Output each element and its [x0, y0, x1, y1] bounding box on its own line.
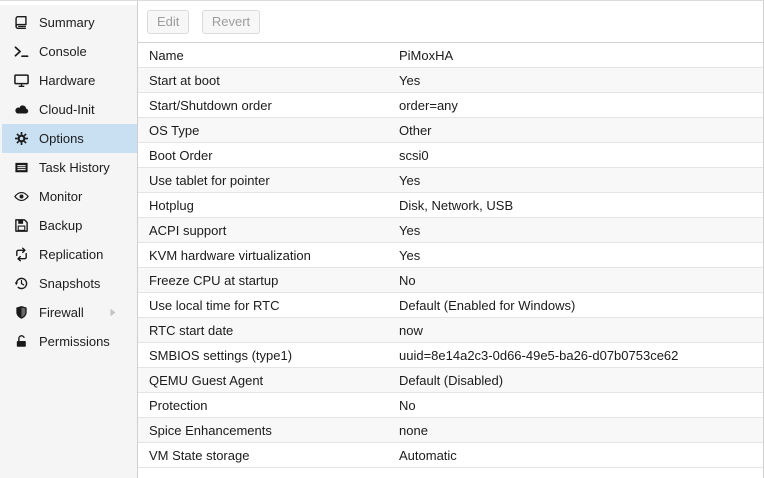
- option-row-qemu-guest-agent[interactable]: QEMU Guest Agent Default (Disabled): [138, 368, 763, 393]
- option-label: Start at boot: [149, 72, 220, 88]
- option-row-name[interactable]: Name PiMoxHA: [138, 43, 763, 68]
- desktop-icon: [13, 73, 30, 89]
- option-row-boot-order[interactable]: Boot Order scsi0: [138, 143, 763, 168]
- sidebar: Summary Console Hardware Cloud-Init Opti…: [0, 1, 138, 478]
- option-value: No: [399, 272, 416, 288]
- sidebar-item-cloud-init[interactable]: Cloud-Init: [0, 95, 137, 124]
- option-row-start-shutdown-order[interactable]: Start/Shutdown order order=any: [138, 93, 763, 118]
- sidebar-item-summary[interactable]: Summary: [0, 8, 137, 37]
- terminal-icon: [13, 44, 30, 60]
- option-row-spice-enhancements[interactable]: Spice Enhancements none: [138, 418, 763, 443]
- option-label: Freeze CPU at startup: [149, 272, 279, 288]
- sidebar-item-firewall[interactable]: Firewall: [0, 298, 137, 327]
- option-value: Other: [399, 122, 432, 138]
- option-label: RTC start date: [149, 322, 234, 338]
- sidebar-item-label: Monitor: [39, 189, 83, 204]
- option-value: Automatic: [399, 447, 457, 463]
- sidebar-item-permissions[interactable]: Permissions: [0, 327, 137, 356]
- option-value: Yes: [399, 222, 421, 238]
- option-label: Boot Order: [149, 147, 213, 163]
- eye-icon: [13, 189, 30, 205]
- option-value: scsi0: [399, 147, 429, 163]
- edit-button[interactable]: Edit: [147, 10, 190, 34]
- option-row-use-tablet-for-pointer[interactable]: Use tablet for pointer Yes: [138, 168, 763, 193]
- option-row-rtc-start-date[interactable]: RTC start date now: [138, 318, 763, 343]
- list-icon: [13, 160, 30, 176]
- sidebar-item-console[interactable]: Console: [0, 37, 137, 66]
- option-label: Spice Enhancements: [149, 422, 272, 438]
- option-value: uuid=8e14a2c3-0d66-49e5-ba26-d07b0753ce6…: [399, 347, 679, 363]
- sidebar-item-snapshots[interactable]: Snapshots: [0, 269, 137, 298]
- option-label: Protection: [149, 397, 208, 413]
- sidebar-item-label: Task History: [39, 160, 110, 175]
- gear-icon: [13, 131, 30, 147]
- sidebar-item-task-history[interactable]: Task History: [0, 153, 137, 182]
- option-row-protection[interactable]: Protection No: [138, 393, 763, 418]
- sidebar-item-backup[interactable]: Backup: [0, 211, 137, 240]
- sidebar-item-monitor[interactable]: Monitor: [0, 182, 137, 211]
- option-row-os-type[interactable]: OS Type Other: [138, 118, 763, 143]
- sidebar-item-replication[interactable]: Replication: [0, 240, 137, 269]
- option-label: Name: [149, 47, 184, 63]
- sidebar-item-label: Summary: [39, 15, 95, 30]
- sidebar-item-label: Permissions: [39, 334, 110, 349]
- option-label: Start/Shutdown order: [149, 97, 272, 113]
- sidebar-item-label: Replication: [39, 247, 104, 262]
- option-value: Yes: [399, 172, 421, 188]
- sidebar-item-label: Snapshots: [39, 276, 101, 291]
- book-icon: [13, 15, 30, 31]
- option-row-smbios-settings-type1[interactable]: SMBIOS settings (type1) uuid=8e14a2c3-0d…: [138, 343, 763, 368]
- sidebar-item-hardware[interactable]: Hardware: [0, 66, 137, 95]
- retweet-icon: [13, 247, 30, 263]
- cloud-icon: [13, 102, 30, 118]
- option-row-acpi-support[interactable]: ACPI support Yes: [138, 218, 763, 243]
- option-value: none: [399, 422, 428, 438]
- option-value: Disk, Network, USB: [399, 197, 514, 213]
- unlock-icon: [13, 334, 30, 350]
- option-label: QEMU Guest Agent: [149, 372, 264, 388]
- sidebar-item-label: Hardware: [39, 73, 96, 88]
- option-label: Use local time for RTC: [149, 297, 280, 313]
- option-value: No: [399, 397, 416, 413]
- option-row-kvm-hardware-virtualization[interactable]: KVM hardware virtualization Yes: [138, 243, 763, 268]
- option-value: Yes: [399, 72, 421, 88]
- sidebar-item-options[interactable]: Options: [2, 124, 137, 153]
- option-value: PiMoxHA: [399, 47, 454, 63]
- history-icon: [13, 276, 30, 292]
- option-row-vm-state-storage[interactable]: VM State storage Automatic: [138, 443, 763, 468]
- option-value: Yes: [399, 247, 421, 263]
- floppy-icon: [13, 218, 30, 234]
- sidebar-item-label: Console: [39, 44, 87, 59]
- revert-button[interactable]: Revert: [201, 10, 261, 34]
- option-value: Default (Enabled for Windows): [399, 297, 576, 313]
- option-label: SMBIOS settings (type1): [149, 347, 293, 363]
- option-row-use-local-time-for-rtc[interactable]: Use local time for RTC Default (Enabled …: [138, 293, 763, 318]
- sidebar-item-label: Firewall: [39, 305, 84, 320]
- option-label: VM State storage: [149, 447, 250, 463]
- sidebar-item-label: Options: [39, 131, 84, 146]
- option-label: KVM hardware virtualization: [149, 247, 311, 263]
- content-area: Edit Revert Name PiMoxHA Start at boot Y…: [138, 1, 763, 478]
- option-value: now: [399, 322, 423, 338]
- option-value: Default (Disabled): [399, 372, 504, 388]
- shield-icon: [13, 305, 30, 321]
- option-label: ACPI support: [149, 222, 227, 238]
- options-table: Name PiMoxHA Start at boot Yes Start/Shu…: [138, 42, 763, 468]
- sidebar-item-label: Cloud-Init: [39, 102, 95, 117]
- option-row-freeze-cpu-at-startup[interactable]: Freeze CPU at startup No: [138, 268, 763, 293]
- toolbar: Edit Revert: [138, 1, 763, 42]
- option-label: Hotplug: [149, 197, 194, 213]
- sidebar-item-label: Backup: [39, 218, 83, 233]
- option-value: order=any: [399, 97, 458, 113]
- option-row-start-at-boot[interactable]: Start at boot Yes: [138, 68, 763, 93]
- option-row-hotplug[interactable]: Hotplug Disk, Network, USB: [138, 193, 763, 218]
- option-label: OS Type: [149, 122, 200, 138]
- chevron-right-icon: [108, 307, 118, 318]
- option-label: Use tablet for pointer: [149, 172, 270, 188]
